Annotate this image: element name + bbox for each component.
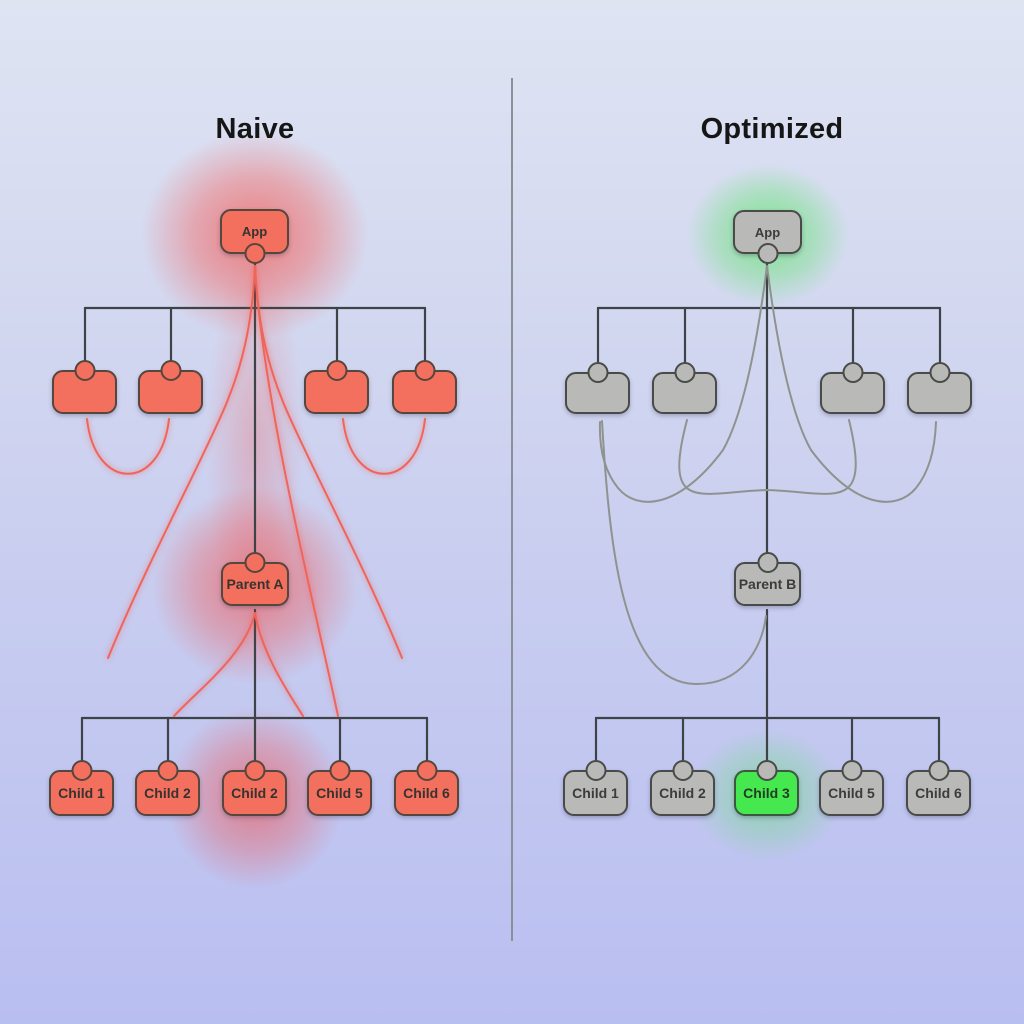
node-label: Child 1 bbox=[572, 785, 619, 801]
node-parent-b: Parent B bbox=[734, 552, 801, 606]
node-child-right-5: Child 6 bbox=[906, 760, 971, 816]
node-mid-right-3 bbox=[820, 362, 885, 414]
node-child-right-3: Child 3 bbox=[734, 760, 799, 816]
node-label: Parent B bbox=[738, 576, 797, 592]
connection-port-icon bbox=[756, 760, 777, 781]
node-child-right-4: Child 5 bbox=[819, 760, 884, 816]
node-mid-right-1 bbox=[565, 362, 630, 414]
node-child-left-2: Child 2 bbox=[135, 760, 200, 816]
node-child-left-3: Child 2 bbox=[222, 760, 287, 816]
connection-port-icon bbox=[414, 360, 435, 381]
node-label: Child 6 bbox=[915, 785, 962, 801]
node-child-left-1: Child 1 bbox=[49, 760, 114, 816]
left-panel-title: Naive bbox=[215, 113, 295, 145]
connection-port-icon bbox=[157, 760, 178, 781]
connection-port-icon bbox=[416, 760, 437, 781]
node-label: Child 3 bbox=[743, 785, 790, 801]
connection-port-icon bbox=[244, 552, 266, 573]
node-child-left-5: Child 6 bbox=[394, 760, 459, 816]
connection-port-icon bbox=[244, 243, 265, 264]
node-label: Child 5 bbox=[316, 785, 363, 801]
connection-port-icon bbox=[329, 760, 350, 781]
node-label: App bbox=[241, 224, 268, 239]
node-mid-left-4 bbox=[392, 360, 457, 414]
node-label: Child 2 bbox=[659, 785, 706, 801]
node-label: Parent A bbox=[226, 576, 284, 592]
connection-port-icon bbox=[585, 760, 606, 781]
right-tree-edges bbox=[594, 261, 942, 764]
node-app-right: App bbox=[733, 210, 802, 264]
node-mid-right-2 bbox=[652, 362, 717, 414]
node-mid-right-4 bbox=[907, 362, 972, 414]
node-label: Child 1 bbox=[58, 785, 105, 801]
connection-port-icon bbox=[244, 760, 265, 781]
connection-port-icon bbox=[71, 760, 92, 781]
connection-port-icon bbox=[757, 552, 778, 573]
node-mid-left-1 bbox=[52, 360, 117, 414]
node-child-right-2: Child 2 bbox=[650, 760, 715, 816]
connection-port-icon bbox=[928, 760, 949, 781]
panel-divider bbox=[511, 78, 513, 941]
node-child-left-4: Child 5 bbox=[307, 760, 372, 816]
node-parent-a: Parent A bbox=[221, 552, 289, 606]
left-render-edges bbox=[86, 265, 426, 717]
node-label: Child 6 bbox=[403, 785, 450, 801]
right-memo-edges bbox=[598, 265, 937, 686]
connection-port-icon bbox=[674, 362, 695, 383]
node-mid-left-3 bbox=[304, 360, 369, 414]
connection-port-icon bbox=[757, 243, 778, 264]
connection-port-icon bbox=[929, 362, 950, 383]
node-app-left: App bbox=[220, 209, 289, 264]
node-mid-left-2 bbox=[138, 360, 203, 414]
node-label: Child 2 bbox=[231, 785, 278, 801]
connection-port-icon bbox=[74, 360, 95, 381]
node-child-right-1: Child 1 bbox=[563, 760, 628, 816]
connection-port-icon bbox=[842, 362, 863, 383]
connection-port-icon bbox=[326, 360, 347, 381]
connection-port-icon bbox=[587, 362, 608, 383]
node-label: Child 2 bbox=[144, 785, 191, 801]
node-label: App bbox=[754, 224, 781, 240]
connection-port-icon bbox=[672, 760, 693, 781]
node-label: Child 5 bbox=[828, 785, 875, 801]
connection-port-icon bbox=[841, 760, 862, 781]
connection-port-icon bbox=[160, 360, 181, 381]
left-tree-edges bbox=[80, 261, 429, 764]
right-panel-title: Optimized bbox=[700, 113, 844, 145]
